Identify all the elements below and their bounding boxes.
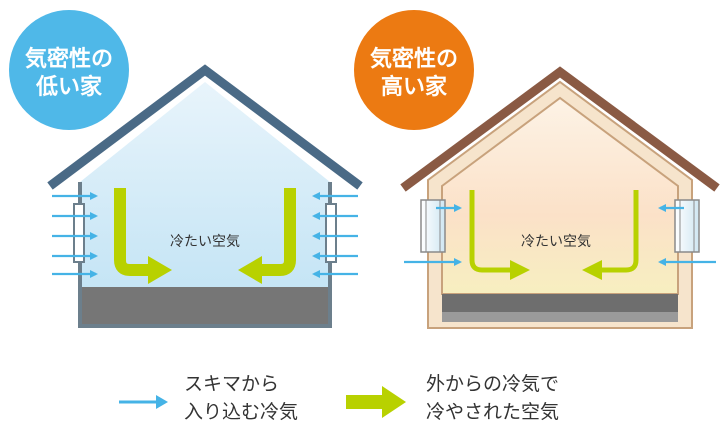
legend: スキマから 入り込む冷気 外からの冷気で 冷やされた空気 <box>119 373 559 423</box>
right-house-badge-line2: 高い家 <box>381 74 448 100</box>
right-house-badge <box>354 10 474 130</box>
right-house-cooled-air-arrows <box>469 190 639 280</box>
left-house-roof <box>47 64 363 190</box>
legend-green-label-line1: 外からの冷気で <box>426 373 559 395</box>
right-house-interior <box>441 96 679 295</box>
legend-blue-label-line2: 入り込む冷気 <box>184 401 298 423</box>
legend-green-label-line2: 冷やされた空気 <box>426 401 559 423</box>
right-house-floor-base <box>442 312 678 322</box>
left-house-cooled-air-arrows <box>114 188 296 284</box>
left-house-badge <box>9 10 129 130</box>
left-house-left-window <box>73 203 85 263</box>
right-house-floor <box>442 294 678 312</box>
left-house-right-leak-arrows <box>312 192 358 278</box>
left-house-badge-line2: 低い家 <box>35 74 103 100</box>
left-house-badge-line1: 気密性の <box>25 46 113 72</box>
left-house-air-label: 冷たい空気 <box>170 234 240 250</box>
right-house-roof <box>400 66 720 192</box>
left-house-left-leak-arrows <box>52 192 98 278</box>
left-house-floor <box>82 287 328 324</box>
right-house-badge-line1: 気密性の <box>370 46 458 72</box>
right-house: 冷たい空気 気密性の 高い家 <box>354 10 720 329</box>
left-house-interior <box>80 82 330 323</box>
legend-blue-label-line1: スキマから <box>184 373 279 395</box>
legend-green-arrow-icon <box>346 386 406 418</box>
left-house: 冷たい空気 気密性の 低い家 <box>9 10 363 328</box>
legend-blue-arrow-icon <box>119 395 168 409</box>
right-house-leak-arrows <box>404 204 716 266</box>
right-house-air-label: 冷たい空気 <box>521 234 591 250</box>
left-house-right-window <box>325 203 337 263</box>
